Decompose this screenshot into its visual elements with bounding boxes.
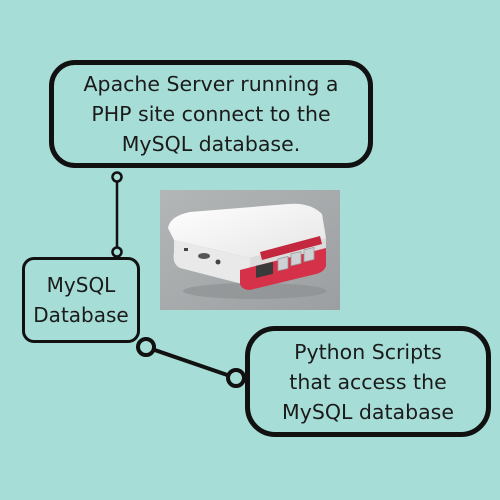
connector-node-right bbox=[226, 368, 246, 388]
connector-node-top bbox=[111, 171, 123, 183]
connector-node-left bbox=[136, 337, 156, 357]
mysql-database-text: MySQL Database bbox=[33, 273, 129, 327]
python-scripts-box: Python Scripts that access the MySQL dat… bbox=[245, 326, 491, 437]
raspberry-pi-case-illustration bbox=[160, 190, 340, 310]
apache-server-box: Apache Server running a PHP site connect… bbox=[49, 60, 373, 168]
connector-node-bottom bbox=[111, 246, 123, 258]
raspberry-pi-photo bbox=[160, 190, 340, 310]
mysql-database-box: MySQL Database bbox=[22, 257, 140, 343]
apache-server-text: Apache Server running a PHP site connect… bbox=[83, 72, 339, 156]
python-scripts-text: Python Scripts that access the MySQL dat… bbox=[282, 339, 454, 424]
connector-mysql-python bbox=[145, 345, 237, 380]
